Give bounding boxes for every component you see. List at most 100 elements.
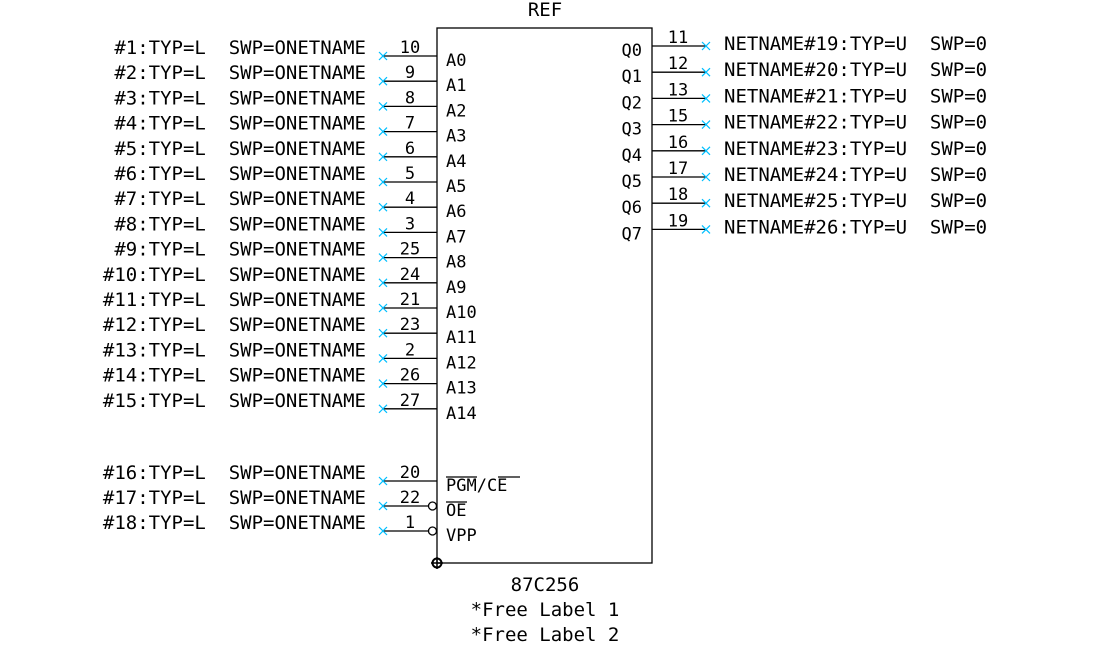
pin-number: 25 xyxy=(400,240,420,260)
pin-name: A12 xyxy=(446,353,477,373)
pin-name: Q3 xyxy=(622,120,642,140)
net-label: #11:TYP=L SWP=ONETNAME xyxy=(103,289,366,311)
pin-end-marker-icon xyxy=(378,526,388,536)
pin-end-marker-icon xyxy=(378,227,388,237)
net-label: #14:TYP=L SWP=ONETNAME xyxy=(103,365,366,387)
pin-left-a13[interactable]: 26 #14:TYP=L SWP=ONETNAME A13 xyxy=(103,365,477,399)
pin-left-a9[interactable]: 24 #10:TYP=L SWP=ONETNAME A9 xyxy=(103,264,467,298)
pin-number: 23 xyxy=(400,315,420,335)
pin-end-marker-icon xyxy=(701,41,711,51)
pin-number: 13 xyxy=(668,80,688,100)
pin-name: A6 xyxy=(446,202,466,222)
pin-name: Q0 xyxy=(622,41,642,61)
pin-number: 22 xyxy=(400,488,420,508)
inversion-bubble-icon xyxy=(427,526,438,536)
pin-end-marker-icon xyxy=(378,253,388,263)
pin-end-marker-icon xyxy=(701,224,711,234)
net-label: NETNAME#20:TYP=U SWP=0 xyxy=(724,59,987,81)
pin-number: 4 xyxy=(405,189,415,209)
net-label: #10:TYP=L SWP=ONETNAME xyxy=(103,264,366,286)
pin-number: 17 xyxy=(668,159,688,179)
pin-end-marker-icon xyxy=(378,501,388,511)
pin-number: 9 xyxy=(405,63,415,83)
pin-number: 5 xyxy=(405,164,415,184)
pin-left-a11[interactable]: 23 #12:TYP=L SWP=ONETNAME A11 xyxy=(103,314,477,348)
pin-name: A7 xyxy=(446,227,466,247)
net-label: #4:TYP=L SWP=ONETNAME xyxy=(114,113,366,135)
net-label: NETNAME#21:TYP=U SWP=0 xyxy=(724,85,987,107)
pin-end-marker-icon xyxy=(701,93,711,103)
pin-name: Q7 xyxy=(622,224,642,244)
net-label: NETNAME#24:TYP=U SWP=0 xyxy=(724,164,987,186)
pin-name: Q4 xyxy=(622,146,642,166)
pin-name: A13 xyxy=(446,379,477,399)
pin-number: 24 xyxy=(400,265,420,285)
pin-end-marker-icon xyxy=(701,172,711,182)
pin-end-marker-icon xyxy=(378,278,388,288)
pin-name: A2 xyxy=(446,101,466,121)
pin-name: PGM/CE xyxy=(446,476,507,496)
pin-number: 12 xyxy=(668,54,688,74)
net-label: #12:TYP=L SWP=ONETNAME xyxy=(103,314,366,336)
pin-name: Q6 xyxy=(622,198,642,218)
pin-number: 20 xyxy=(400,463,420,483)
pin-end-marker-icon xyxy=(378,379,388,389)
pin-name: Q2 xyxy=(622,93,642,113)
pin-number: 27 xyxy=(400,391,420,411)
pin-number: 26 xyxy=(400,366,420,386)
net-label: #7:TYP=L SWP=ONETNAME xyxy=(114,188,366,210)
pin-name: A11 xyxy=(446,328,477,348)
pin-left-a6[interactable]: 4 #7:TYP=L SWP=ONETNAME A6 xyxy=(114,188,466,222)
pin-name: VPP xyxy=(446,526,477,546)
pin-number: 8 xyxy=(405,88,415,108)
component-body[interactable] xyxy=(436,27,653,564)
pin-name: Q1 xyxy=(622,67,642,87)
pin-number: 7 xyxy=(405,114,415,134)
pin-name: A9 xyxy=(446,278,466,298)
component-ref: REF xyxy=(528,0,562,21)
net-label: #3:TYP=L SWP=ONETNAME xyxy=(114,87,366,109)
net-label: #8:TYP=L SWP=ONETNAME xyxy=(114,213,366,235)
pin-left-a5[interactable]: 5 #6:TYP=L SWP=ONETNAME A5 xyxy=(114,163,466,197)
pin-number: 19 xyxy=(668,211,688,231)
pin-number: 21 xyxy=(400,290,420,310)
pin-left-a2[interactable]: 8 #3:TYP=L SWP=ONETNAME A2 xyxy=(114,87,466,121)
net-label: #5:TYP=L SWP=ONETNAME xyxy=(114,138,366,160)
net-label: #6:TYP=L SWP=ONETNAME xyxy=(114,163,366,185)
pin-end-marker-icon xyxy=(378,127,388,137)
inversion-bubble-icon xyxy=(427,501,438,511)
pin-name: A5 xyxy=(446,177,466,197)
pin-end-marker-icon xyxy=(378,51,388,61)
pin-name: A4 xyxy=(446,152,466,172)
net-label: #9:TYP=L SWP=ONETNAME xyxy=(114,239,366,261)
pin-name: OE xyxy=(446,501,466,521)
net-label: #15:TYP=L SWP=ONETNAME xyxy=(103,390,366,412)
pin-end-marker-icon xyxy=(378,303,388,313)
pin-number: 10 xyxy=(400,38,420,58)
net-label: #13:TYP=L SWP=ONETNAME xyxy=(103,339,366,361)
pin-end-marker-icon xyxy=(378,177,388,187)
